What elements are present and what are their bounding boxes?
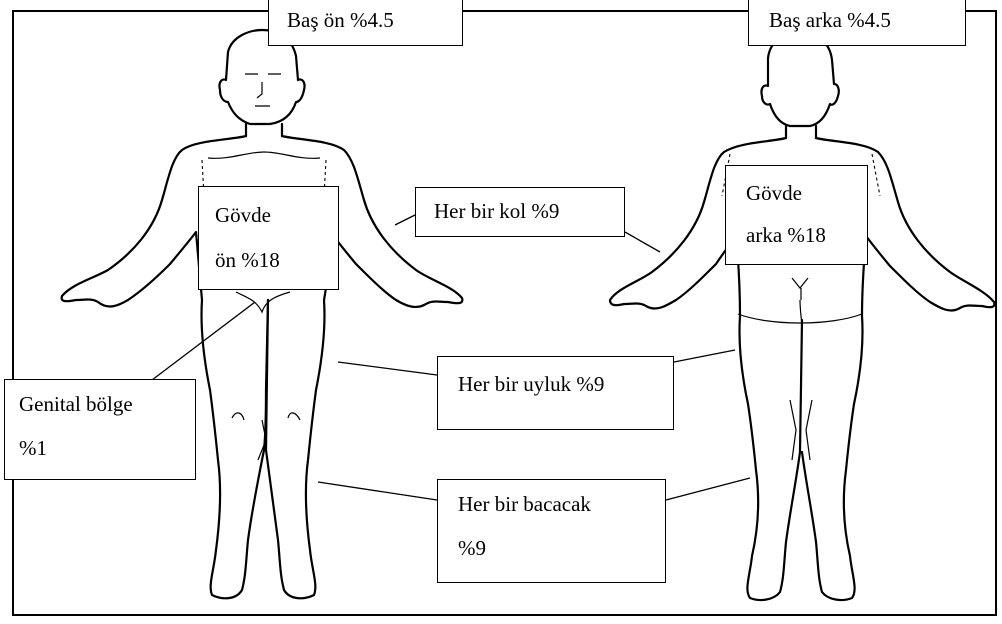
thigh-leader-back bbox=[674, 350, 735, 362]
thigh-label: Her bir uyluk %9 bbox=[437, 356, 674, 430]
torso-back-line2: arka %18 bbox=[746, 214, 867, 256]
head-back-label: Baş arka %4.5 bbox=[748, 0, 966, 46]
front-groin bbox=[236, 292, 290, 312]
arm-label: Her bir kol %9 bbox=[415, 187, 625, 237]
thigh-leader-front bbox=[338, 362, 437, 375]
head-back-text: Baş arka %4.5 bbox=[769, 6, 965, 35]
front-clavicle bbox=[208, 152, 320, 158]
leg-label: Her bir bacacak %9 bbox=[437, 479, 666, 583]
leg-leader-back bbox=[666, 478, 750, 500]
front-body-figure bbox=[62, 30, 463, 598]
arm-leader-front bbox=[395, 215, 415, 225]
back-head-outline bbox=[761, 32, 838, 126]
arm-leader-back bbox=[625, 232, 660, 252]
torso-front-line1: Gövde bbox=[215, 193, 338, 238]
front-face bbox=[245, 74, 281, 106]
back-neck bbox=[786, 126, 816, 138]
back-body-figure bbox=[610, 32, 994, 600]
torso-back-label: Gövde arka %18 bbox=[725, 165, 868, 265]
arm-text: Her bir kol %9 bbox=[434, 197, 624, 226]
head-front-text: Baş ön %4.5 bbox=[287, 6, 462, 35]
back-spine-gluteal bbox=[738, 278, 862, 330]
thigh-text: Her bir uyluk %9 bbox=[458, 365, 673, 405]
torso-back-line1: Gövde bbox=[746, 172, 867, 214]
leg-leader-front bbox=[318, 482, 437, 500]
leg-line1: Her bir bacacak bbox=[458, 482, 665, 526]
front-neck bbox=[246, 124, 282, 136]
genital-leader bbox=[152, 302, 255, 380]
genital-line2: %1 bbox=[19, 426, 195, 470]
leg-line2: %9 bbox=[458, 526, 665, 570]
head-front-label: Baş ön %4.5 bbox=[268, 0, 463, 46]
torso-front-line2: ön %18 bbox=[215, 238, 338, 283]
genital-line1: Genital bölge bbox=[19, 382, 195, 426]
genital-label: Genital bölge %1 bbox=[4, 379, 196, 480]
torso-front-label: Gövde ön %18 bbox=[198, 186, 339, 290]
